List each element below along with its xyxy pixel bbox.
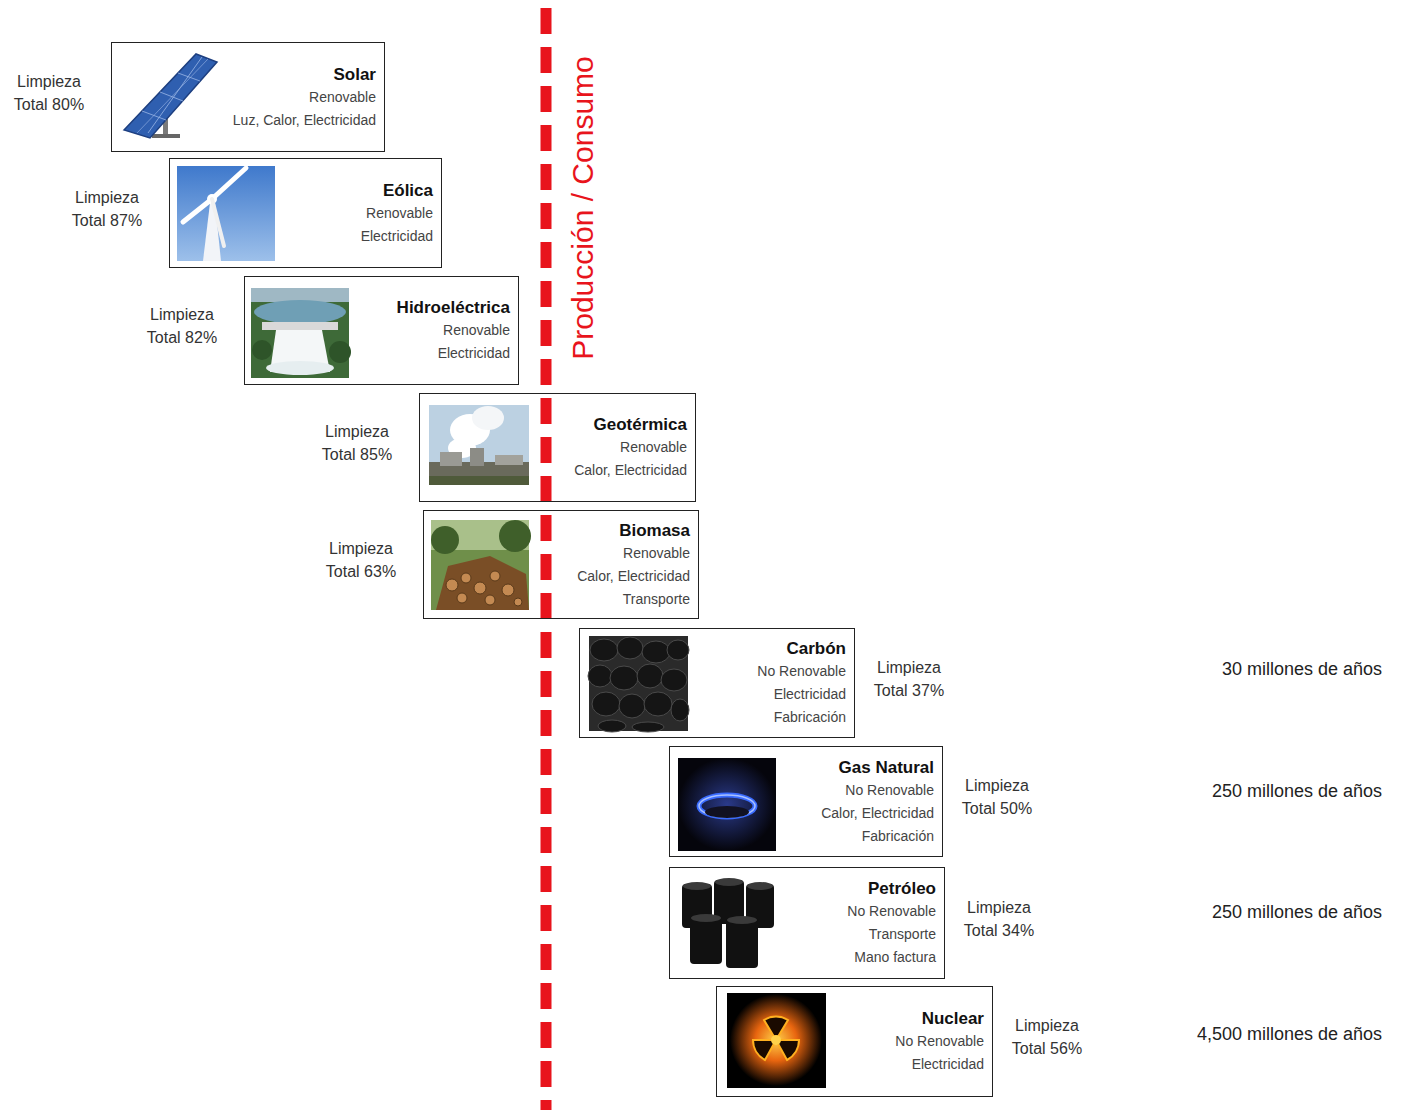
energy-box: EólicaRenovableElectricidad [169, 158, 442, 268]
energy-box: NuclearNo RenovableElectricidad [716, 986, 993, 1097]
oil-barrels-picture [678, 876, 778, 971]
energy-detail: Renovable [577, 542, 690, 565]
energy-detail: Mano factura [847, 946, 936, 969]
energy-detail: Electricidad [895, 1053, 984, 1076]
cleanliness-label: Limpieza Total 82% [140, 303, 224, 349]
energy-detail: Fabricación [757, 706, 846, 729]
divider-line [541, 8, 552, 1110]
energy-detail: Calor, Electricidad [577, 565, 690, 588]
energy-name: Solar [233, 63, 376, 86]
energy-text-column: Gas NaturalNo RenovableCalor, Electricid… [821, 756, 934, 848]
reserve-years: 4,500 millones de años [1197, 1024, 1382, 1045]
solar-panel-picture [120, 50, 218, 140]
energy-detail: Electricidad [757, 683, 846, 706]
energy-text-column: PetróleoNo RenovableTransporteMano factu… [847, 877, 936, 969]
radiation-picture [727, 993, 826, 1088]
energy-detail: Fabricación [821, 825, 934, 848]
energy-box: BiomasaRenovableCalor, ElectricidadTrans… [423, 510, 699, 619]
energy-box: HidroeléctricaRenovableElectricidad [244, 276, 519, 385]
energy-detail: Electricidad [361, 225, 433, 248]
energy-detail: No Renovable [847, 900, 936, 923]
energy-box: GeotérmicaRenovableCalor, Electricidad [419, 393, 696, 502]
cleanliness-label: Limpieza Total 80% [7, 70, 91, 116]
energy-detail: Calor, Electricidad [821, 802, 934, 825]
energy-detail: Transporte [847, 923, 936, 946]
reserve-years: 30 millones de años [1222, 659, 1382, 680]
energy-detail: Electricidad [397, 342, 510, 365]
energy-text-column: EólicaRenovableElectricidad [361, 179, 433, 248]
reserve-years: 250 millones de años [1212, 781, 1382, 802]
energy-name: Eólica [361, 179, 433, 202]
cleanliness-label: Limpieza Total 87% [65, 186, 149, 232]
energy-box: PetróleoNo RenovableTransporteMano factu… [669, 867, 945, 979]
geothermal-plant-picture [429, 405, 529, 485]
energy-detail: Renovable [397, 319, 510, 342]
energy-detail: Luz, Calor, Electricidad [233, 109, 376, 132]
energy-name: Nuclear [895, 1007, 984, 1030]
cleanliness-label: Limpieza Total 63% [319, 537, 403, 583]
log-pile-picture [431, 520, 531, 610]
energy-name: Petróleo [847, 877, 936, 900]
cleanliness-label: Limpieza Total 37% [867, 656, 951, 702]
coal-picture [588, 636, 689, 732]
energy-text-column: CarbónNo RenovableElectricidadFabricació… [757, 637, 846, 729]
cleanliness-label: Limpieza Total 56% [1005, 1014, 1089, 1060]
wind-turbine-picture [177, 166, 275, 261]
energy-name: Geotérmica [574, 413, 687, 436]
cleanliness-label: Limpieza Total 34% [957, 896, 1041, 942]
energy-detail: No Renovable [821, 779, 934, 802]
energy-name: Hidroeléctrica [397, 296, 510, 319]
gas-flame-picture [678, 758, 776, 851]
energy-text-column: SolarRenovableLuz, Calor, Electricidad [233, 63, 376, 132]
energy-name: Biomasa [577, 519, 690, 542]
reserve-years: 250 millones de años [1212, 902, 1382, 923]
energy-name: Gas Natural [821, 756, 934, 779]
energy-box: SolarRenovableLuz, Calor, Electricidad [111, 42, 385, 152]
energy-detail: Calor, Electricidad [574, 459, 687, 482]
energy-text-column: GeotérmicaRenovableCalor, Electricidad [574, 413, 687, 482]
cleanliness-label: Limpieza Total 85% [315, 420, 399, 466]
energy-box: CarbónNo RenovableElectricidadFabricació… [579, 628, 855, 738]
energy-detail: Renovable [361, 202, 433, 225]
dam-picture [251, 288, 351, 378]
energy-text-column: BiomasaRenovableCalor, ElectricidadTrans… [577, 519, 690, 611]
energy-detail: Renovable [233, 86, 376, 109]
energy-box: Gas NaturalNo RenovableCalor, Electricid… [669, 746, 943, 857]
energy-detail: No Renovable [757, 660, 846, 683]
energy-detail: Transporte [577, 588, 690, 611]
energy-text-column: HidroeléctricaRenovableElectricidad [397, 296, 510, 365]
energy-text-column: NuclearNo RenovableElectricidad [895, 1007, 984, 1076]
cleanliness-label: Limpieza Total 50% [955, 774, 1039, 820]
energy-name: Carbón [757, 637, 846, 660]
energy-detail: Renovable [574, 436, 687, 459]
axis-label: Producción / Consumo [566, 56, 600, 360]
energy-detail: No Renovable [895, 1030, 984, 1053]
